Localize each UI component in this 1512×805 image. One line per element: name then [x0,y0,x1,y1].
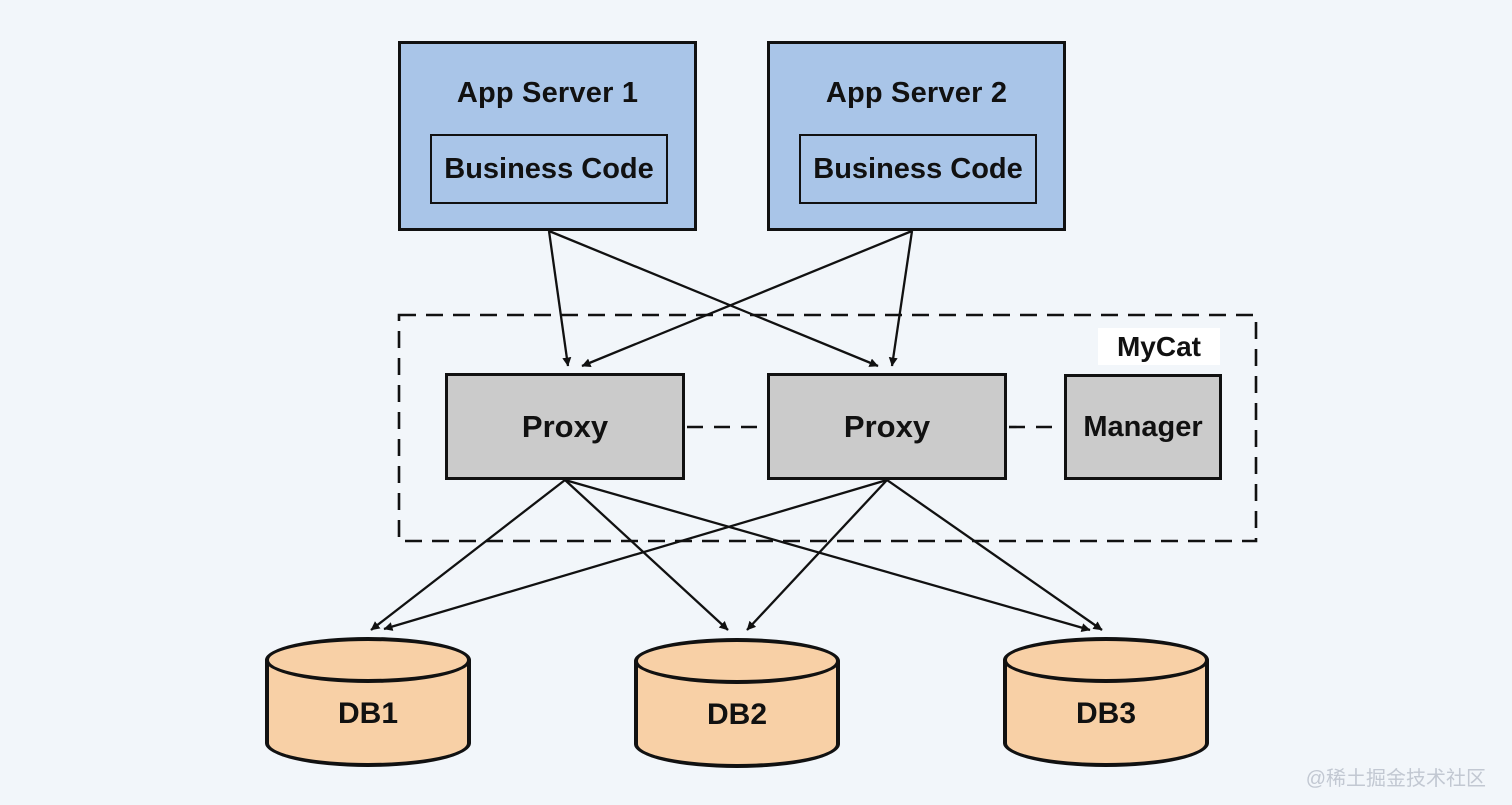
db3-cylinder-top [1003,637,1209,683]
manager-label: Manager [1083,410,1203,443]
db1-cylinder: DB1 [265,637,471,767]
mycat-group-border [397,313,1258,543]
mycat-label-text: MyCat [1116,330,1201,362]
watermark-text: @稀土掘金技术社区 [1305,768,1486,790]
proxy-2-box: Proxy [767,373,1007,480]
db3-cylinder: DB3 [1003,637,1209,767]
app-to-proxy-arrows [547,229,914,368]
app-server-2-box: App Server 2 Business Code [767,41,1066,231]
business-code-label-1: Business Code [444,152,654,185]
db2-label: DB2 [706,697,767,731]
proxy-2-label: Proxy [843,408,931,444]
proxy-to-db-arrows [370,478,1103,632]
business-code-box-2: Business Code [799,134,1037,204]
proxy-1-label: Proxy [521,408,609,444]
app-server-1-title: App Server 1 [456,77,639,109]
manager-box: Manager [1064,374,1222,480]
proxy-1-box: Proxy [445,373,685,480]
business-code-label-2: Business Code [813,152,1023,185]
db1-cylinder-top [265,637,471,683]
app-server-1-box: App Server 1 Business Code [398,41,697,231]
mycat-group-label: MyCat [1098,328,1220,365]
db3-label: DB3 [1075,696,1136,730]
db2-cylinder: DB2 [634,638,840,768]
db1-label: DB1 [337,696,398,730]
db2-cylinder-top [634,638,840,684]
app-server-2-title: App Server 2 [825,77,1008,109]
business-code-box-1: Business Code [430,134,668,204]
